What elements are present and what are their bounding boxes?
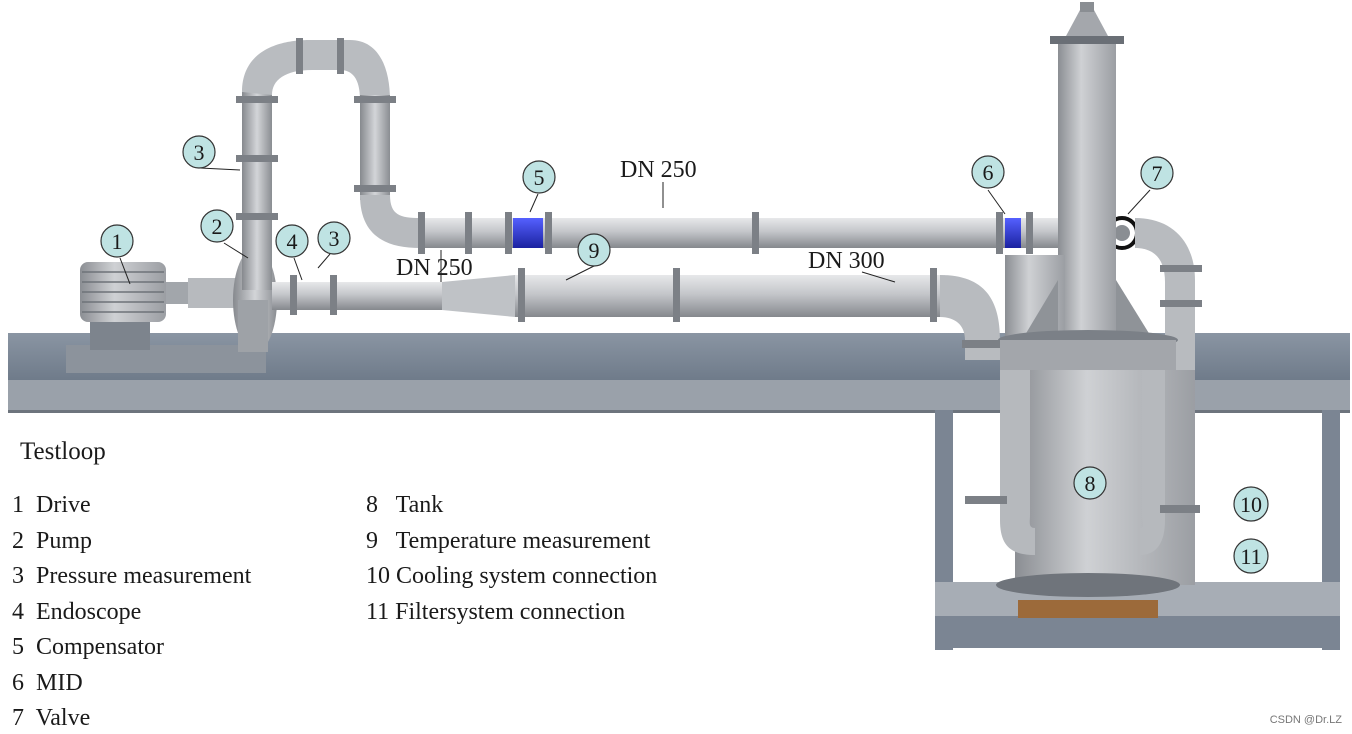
callout-1: 1 bbox=[100, 224, 134, 258]
legend-item-endoscope: 4 Endoscope bbox=[12, 598, 142, 625]
legend-item-temperature-measurement: 9 Temperature measurement bbox=[366, 527, 651, 554]
lower-pipeline bbox=[272, 268, 1006, 360]
callout-10: 10 bbox=[1233, 486, 1269, 522]
legend-right: 8 Tank 9 Temperature measurement 10 Cool… bbox=[366, 488, 657, 630]
callout-9: 9 bbox=[577, 233, 611, 267]
svg-text:2: 2 bbox=[212, 214, 223, 239]
svg-text:7: 7 bbox=[1152, 161, 1163, 186]
compensator-part bbox=[513, 218, 543, 248]
svg-text:4: 4 bbox=[287, 229, 298, 254]
pipe-size-labels: DN 250 DN 250 DN 300 bbox=[396, 157, 896, 283]
svg-text:1: 1 bbox=[112, 229, 123, 254]
callouts: 1 3 2 4 3 5 9 6 bbox=[100, 135, 1269, 574]
drive-motor bbox=[66, 262, 266, 373]
svg-text:10: 10 bbox=[1240, 492, 1262, 517]
dn300-label: DN 300 bbox=[808, 248, 885, 274]
svg-text:6: 6 bbox=[983, 160, 994, 185]
callout-8: 8 bbox=[1073, 466, 1107, 500]
legend-item-valve: 7 Valve bbox=[12, 705, 91, 731]
svg-text:3: 3 bbox=[194, 140, 205, 165]
legend-item-cooling-system-connection: 10 Cooling system connection bbox=[366, 563, 658, 589]
dn250-upper-label: DN 250 bbox=[620, 157, 697, 183]
callout-leaders bbox=[119, 167, 1151, 285]
watermark: CSDN @Dr.LZ bbox=[1269, 714, 1342, 726]
upper-pipeline bbox=[418, 212, 1118, 254]
legend-left: 1 Drive 2 Pump 3 Pressure measurement 4 … bbox=[12, 488, 251, 734]
legend-item-pump: 2 Pump bbox=[12, 527, 93, 554]
legend-title: Testloop bbox=[20, 438, 106, 465]
mid-part bbox=[1005, 218, 1021, 248]
legend-item-drive: 1 Drive bbox=[12, 492, 91, 518]
svg-text:3: 3 bbox=[329, 226, 340, 251]
svg-text:5: 5 bbox=[534, 165, 545, 190]
tank bbox=[965, 2, 1200, 597]
return-pipe bbox=[1135, 218, 1202, 370]
callout-3-upper: 3 bbox=[182, 135, 216, 169]
svg-text:11: 11 bbox=[1240, 544, 1261, 569]
tank-support-frame bbox=[935, 410, 1340, 650]
legend-item-pressure-measurement: 3 Pressure measurement bbox=[12, 563, 252, 589]
svg-text:8: 8 bbox=[1085, 471, 1096, 496]
callout-7: 7 bbox=[1140, 156, 1174, 190]
callout-2: 2 bbox=[200, 209, 234, 243]
legend-item-compensator: 5 Compensator bbox=[12, 634, 164, 660]
svg-text:9: 9 bbox=[589, 238, 600, 263]
callout-3-lower: 3 bbox=[317, 221, 351, 255]
legend-item-filtersystem-connection: 11 Filtersystem connection bbox=[366, 598, 626, 625]
legend-item-tank: 8 Tank bbox=[366, 492, 444, 518]
riser-loop-pipe bbox=[236, 38, 420, 290]
callout-5: 5 bbox=[522, 160, 556, 194]
callout-4: 4 bbox=[275, 224, 309, 258]
callout-6: 6 bbox=[971, 155, 1005, 189]
legend-item-mid: 6 MID bbox=[12, 669, 83, 696]
callout-11: 11 bbox=[1233, 538, 1269, 574]
dn250-middle-label: DN 250 bbox=[396, 255, 473, 281]
